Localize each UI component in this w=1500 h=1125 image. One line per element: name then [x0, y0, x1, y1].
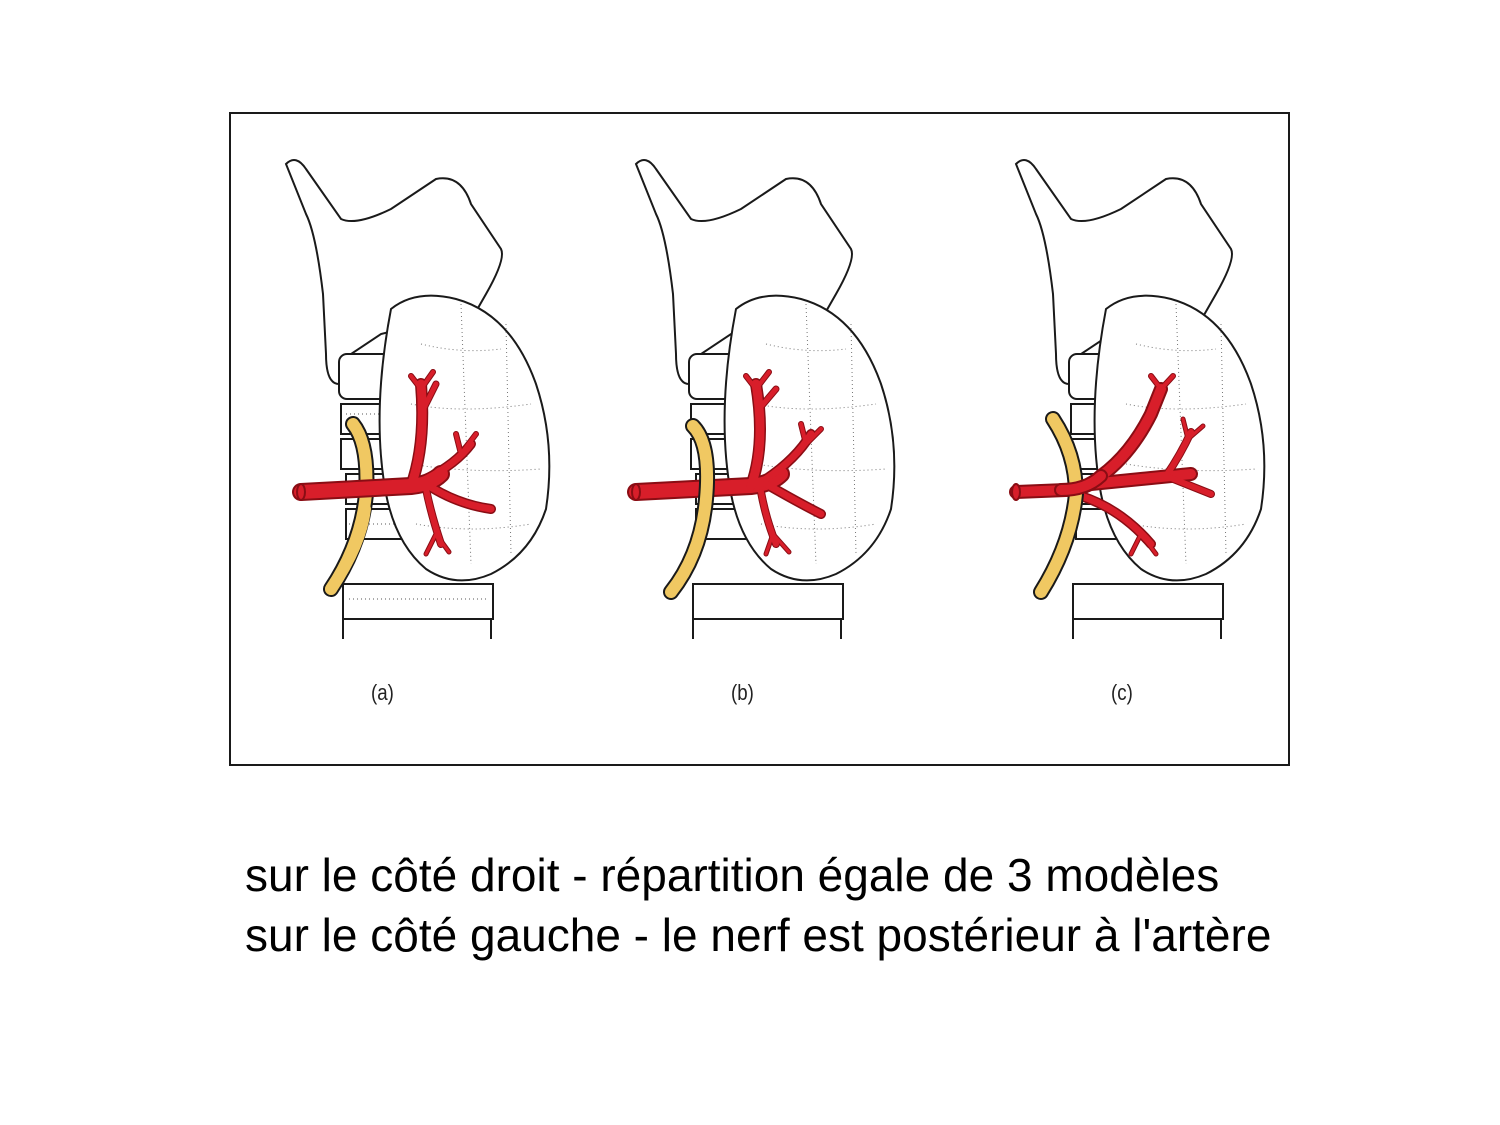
panel-label-b: (b) — [731, 680, 754, 705]
thyroid-lobe-icon — [1093, 294, 1266, 582]
inferior-thyroid-artery-icon — [627, 369, 826, 557]
recurrent-laryngeal-nerve-icon — [665, 420, 714, 598]
panel-a: (a) — [261, 114, 591, 764]
panel-label-a: (a) — [371, 680, 394, 705]
inferior-thyroid-artery-icon — [292, 369, 496, 557]
thyroid-lobe-icon — [378, 294, 551, 582]
thyroid-diagram-b — [627, 159, 896, 639]
thyroid-diagram-a — [284, 159, 551, 639]
caption: sur le côté droit - répartition égale de… — [245, 845, 1271, 965]
panel-c: (c) — [991, 114, 1321, 764]
figure-frame: (a) — [229, 112, 1290, 766]
caption-line-left-side: sur le côté gauche - le nerf est postéri… — [245, 909, 1272, 961]
panel-label-c: (c) — [1111, 680, 1133, 705]
panel-b: (b) — [611, 114, 941, 764]
caption-line-right-side: sur le côté droit - répartition égale de… — [245, 849, 1220, 901]
thyroid-diagram-c — [1009, 159, 1266, 639]
